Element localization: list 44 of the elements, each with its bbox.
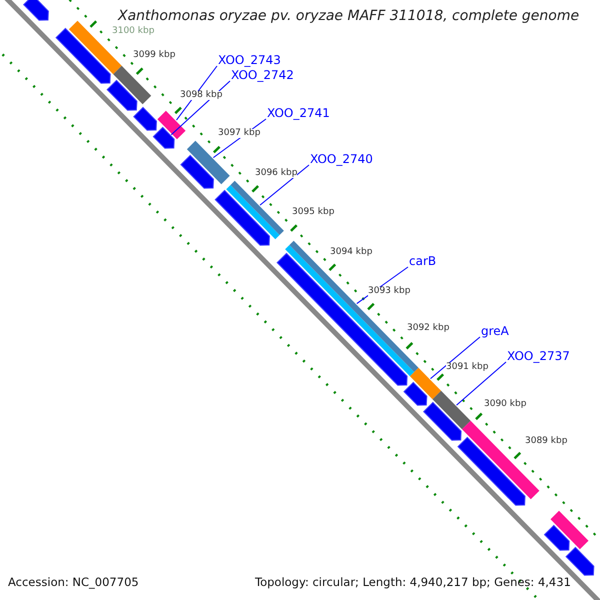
leader-line: [430, 336, 480, 380]
gene-label: XOO_2737: [507, 350, 570, 362]
gene-block: [214, 190, 270, 246]
scale-label: 3090 kbp: [484, 400, 526, 409]
scale-label: 3092 kbp: [407, 324, 450, 333]
gene-block: [544, 524, 570, 551]
scale-label: 3097 kbp: [218, 129, 260, 138]
gene-bar: [550, 510, 588, 550]
gene-block: [180, 154, 214, 189]
gene-bar: [186, 140, 230, 184]
footer-text: Topology: circular; Length: 4,940,217 bp; Genes: 4,431: [255, 577, 571, 588]
leader-line: [456, 362, 506, 406]
title: Xanthomonas oryzae pv. oryzae MAFF 311018, complete genome: [118, 9, 580, 23]
gene-label: XOO_2741: [267, 107, 330, 119]
gene-bar: [157, 110, 186, 140]
scale-label: 3093 kbp: [368, 287, 410, 296]
leader-line: [260, 164, 310, 206]
gene-block: [403, 382, 428, 406]
gene-block: [23, 0, 49, 21]
scale-label: 3091 kbp: [446, 363, 488, 372]
gene-block: [133, 106, 157, 131]
gene-label: greA: [481, 325, 509, 337]
gene-label: XOO_2743: [218, 54, 281, 66]
gene-block: [565, 546, 594, 576]
gene-bar: [226, 180, 284, 240]
scale-label: 3095 kbp: [292, 208, 334, 217]
scale-label: 3096 kbp: [255, 169, 298, 178]
gene-block: [55, 28, 111, 84]
gene-block: [423, 402, 462, 441]
scale-label: 3089 kbp: [525, 437, 568, 446]
scale-label: 3098 kbp: [180, 91, 222, 100]
scale-label: 3094 kbp: [330, 248, 372, 257]
gene-bar: [432, 390, 471, 430]
scale-label: 3099 kbp: [133, 51, 176, 60]
gene-label: carB: [409, 255, 436, 267]
gene-bar: [113, 66, 152, 104]
gene-label: XOO_2742: [231, 69, 294, 81]
gene-block: [152, 126, 175, 149]
footer-text: Accession: NC_007705: [8, 577, 139, 588]
gene-block: [457, 436, 526, 506]
gene-block: [106, 80, 138, 111]
scale-label: 3100 kbp: [112, 27, 154, 36]
gene-label: XOO_2740: [310, 153, 373, 165]
gene-bar: [410, 368, 442, 400]
